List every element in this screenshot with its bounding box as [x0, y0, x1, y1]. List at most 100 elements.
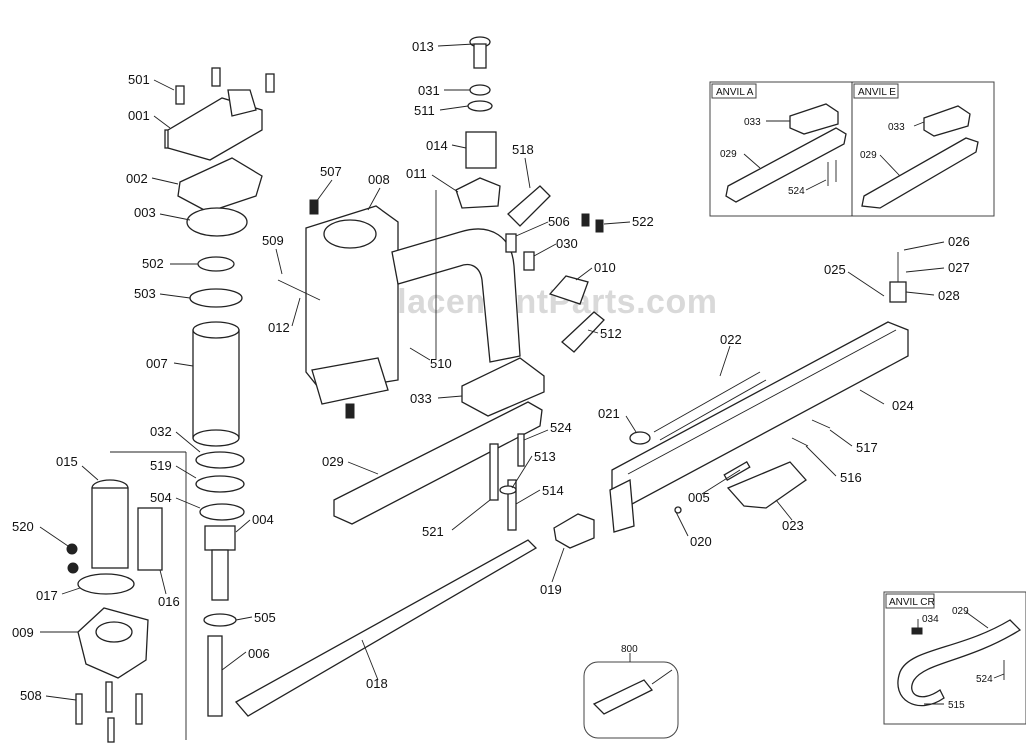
stem-013	[473, 43, 487, 69]
ring-031	[469, 84, 491, 96]
plug-522a	[581, 213, 590, 227]
plug-bottom	[345, 403, 355, 419]
strip-022a	[653, 371, 761, 433]
inset-cr-pin-034	[911, 627, 923, 635]
screw-508b	[105, 681, 113, 713]
label-018: 018	[366, 676, 388, 691]
screw-520a	[66, 543, 78, 555]
anvil-a-label: ANVIL A	[716, 87, 754, 98]
ring-032	[195, 451, 245, 469]
label-cr-034: 034	[922, 614, 939, 625]
pin-517	[811, 419, 831, 429]
label-022: 022	[720, 332, 742, 347]
anvil-029	[333, 401, 543, 525]
anvil-e-label: ANVIL E	[858, 87, 896, 98]
piston-rod	[211, 549, 229, 601]
frame-foot	[311, 357, 389, 405]
label-503: 503	[134, 286, 156, 301]
cap-lug	[227, 89, 257, 117]
block-033	[461, 357, 545, 417]
inset-anvil-cr: ANVIL CR	[883, 591, 1026, 725]
plug-507	[309, 199, 319, 215]
cover-010	[548, 275, 589, 305]
base-opening	[95, 621, 133, 643]
inset-800	[583, 661, 679, 739]
pin-012	[277, 279, 321, 301]
label-524: 524	[550, 420, 572, 435]
inset-e-block-033	[923, 105, 971, 137]
pin-020	[674, 506, 682, 514]
bushing-015	[91, 487, 129, 569]
valve-014	[465, 131, 497, 169]
label-509: 509	[262, 233, 284, 248]
rail-018	[234, 539, 538, 717]
inset-a-anvil-029	[725, 127, 847, 203]
label-026: 026	[948, 234, 970, 249]
frame-handle	[391, 228, 521, 363]
label-inset-e-029: 029	[860, 150, 877, 161]
cylinder-top	[192, 321, 240, 339]
label-033: 033	[410, 391, 432, 406]
screw-501b	[211, 67, 221, 87]
screw-508a	[75, 693, 83, 725]
label-519: 519	[150, 458, 172, 473]
pin-516	[791, 437, 809, 447]
label-016: 016	[158, 594, 180, 609]
o-ring-017	[77, 573, 135, 595]
frame-housing-008	[277, 190, 521, 419]
label-008: 008	[368, 172, 390, 187]
pin-521	[489, 443, 499, 501]
plug-522b	[595, 219, 604, 233]
label-511: 511	[414, 103, 435, 118]
label-010: 010	[594, 260, 616, 275]
ring-504	[199, 503, 245, 521]
magazine-rail-top	[627, 329, 897, 475]
strip-022b	[659, 379, 767, 441]
driver-006	[207, 635, 223, 717]
label-cr-029: 029	[952, 606, 969, 617]
label-002: 002	[126, 171, 148, 186]
bracket-011	[455, 177, 501, 209]
label-025: 025	[824, 262, 846, 277]
label-cr-515: 515	[948, 700, 965, 711]
latch-023	[726, 461, 807, 509]
anvil-cr-label: ANVIL CR	[889, 597, 935, 608]
label-521: 521	[422, 524, 444, 539]
washer-513	[499, 485, 517, 495]
pin-524	[517, 433, 525, 467]
plate-016	[137, 507, 163, 571]
label-009: 009	[12, 625, 34, 640]
frame-body	[305, 205, 399, 393]
snap-ring-502	[197, 256, 235, 272]
pin-514	[507, 479, 517, 531]
label-015: 015	[56, 454, 78, 469]
piston-004	[204, 525, 236, 551]
label-800: 800	[621, 644, 638, 655]
frame-bore	[323, 219, 377, 249]
cylinder-cap-assembly	[164, 67, 275, 717]
label-012: 012	[268, 320, 290, 335]
label-020: 020	[690, 534, 712, 549]
label-031: 031	[418, 83, 440, 98]
screw-501	[175, 85, 185, 105]
label-506: 506	[548, 214, 570, 229]
screw-501c	[265, 73, 275, 93]
label-029: 029	[322, 454, 344, 469]
pin-506	[505, 233, 517, 253]
label-518: 518	[512, 142, 534, 157]
label-013: 013	[412, 39, 434, 54]
pin-030	[523, 251, 535, 271]
anvil-a-tab	[711, 83, 757, 99]
ring-505	[203, 613, 237, 627]
valve-parts	[455, 36, 605, 353]
label-011: 011	[406, 166, 427, 181]
gasket-002	[177, 157, 263, 213]
label-inset-a-029: 029	[720, 149, 737, 160]
cylinder-007	[192, 329, 240, 439]
label-inset-e-033: 033	[888, 122, 905, 133]
label-cr-524: 524	[976, 674, 993, 685]
label-014: 014	[426, 138, 448, 153]
screw-520b	[67, 562, 79, 574]
base-009	[77, 607, 149, 679]
label-019: 019	[540, 582, 562, 597]
